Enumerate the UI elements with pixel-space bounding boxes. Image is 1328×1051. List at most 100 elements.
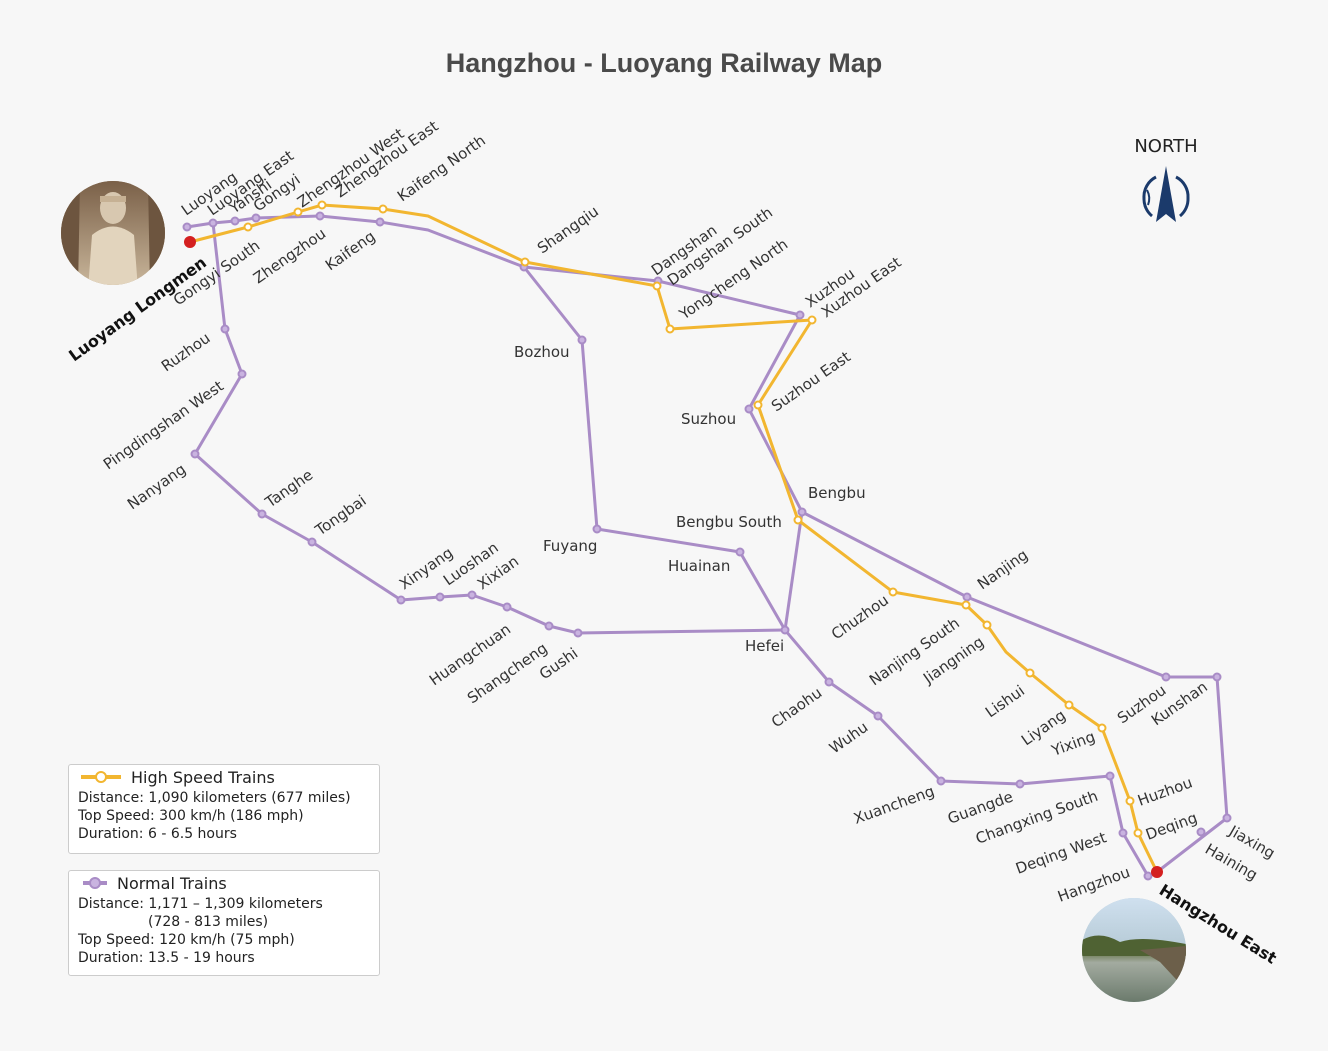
label-zhengzhou: Zhengzhou (250, 224, 329, 287)
station-dot (1015, 779, 1025, 789)
longmen-grottoes-photo (61, 181, 165, 285)
station-dot (873, 711, 883, 721)
label-tongbai: Tongbai (311, 491, 369, 539)
station-dot (230, 216, 240, 226)
legend-normal-top-speed: Top Speed: 120 km/h (75 mph) (78, 932, 295, 948)
station-dot (592, 524, 602, 534)
legend-normal-label: Normal Trains (117, 873, 227, 893)
map-title: Hangzhou - Luoyang Railway Map (445, 48, 883, 78)
station-dot (378, 204, 388, 214)
legend-high-speed-duration: Duration: 6 - 6.5 hours (78, 826, 237, 842)
station-dot (665, 324, 675, 334)
station-dot (375, 217, 385, 227)
station-dot (293, 207, 303, 217)
station-dot (1161, 672, 1171, 682)
label-deqing: Deqing (1143, 809, 1199, 844)
station-dot (1196, 827, 1206, 837)
station-dot (243, 222, 253, 232)
station-dot (520, 257, 530, 267)
legend-normal: Normal Trains Distance: 1,171 – 1,309 ki… (68, 870, 380, 976)
station-dot (824, 677, 834, 687)
label-bozhou: Bozhou (514, 343, 570, 361)
north-arrow-icon (1142, 166, 1190, 222)
station-dot (182, 222, 192, 232)
station-dot (467, 590, 477, 600)
label-xuancheng: Xuancheng (851, 782, 937, 828)
label-fuyang: Fuyang (543, 537, 597, 555)
station-dot (502, 602, 512, 612)
station-dot (237, 369, 247, 379)
station-dot (735, 547, 745, 557)
label-suzhou: Suzhou (681, 410, 736, 428)
label-bengbu-south: Bengbu South (676, 513, 782, 531)
station-dot (1212, 672, 1222, 682)
station-dot (317, 200, 327, 210)
label-tanghe: Tanghe (261, 466, 316, 512)
label-chuzhou: Chuzhou (828, 591, 892, 643)
legend-high-speed-distance: Distance: 1,090 kilometers (677 miles) (78, 790, 351, 806)
station-dot (962, 592, 972, 602)
station-dot (577, 335, 587, 345)
label-hefei: Hefei (745, 637, 784, 655)
station-dot (1097, 723, 1107, 733)
station-dot (888, 587, 898, 597)
normal-line-south (783, 629, 1150, 877)
label-pingdingshan-west: Pingdingshan West (100, 377, 227, 473)
hangzhou-lake-photo (1082, 898, 1186, 1002)
legend-high-speed: High Speed Trains Distance: 1,090 kilome… (68, 764, 380, 854)
station-dot (1064, 700, 1074, 710)
station-dot (396, 595, 406, 605)
station-dot (1222, 813, 1232, 823)
station-dot (780, 625, 790, 635)
station-dot (797, 507, 807, 517)
station-dot (795, 310, 805, 320)
station-dot (573, 628, 583, 638)
label-nanjing: Nanjing (974, 546, 1031, 594)
legend-high-speed-label: High Speed Trains (131, 767, 275, 787)
station-dot (793, 515, 803, 525)
station-dot (435, 592, 445, 602)
label-wuhu: Wuhu (826, 718, 871, 757)
high-speed-stations (243, 200, 1143, 838)
legend-normal-distance-miles: (728 - 813 miles) (148, 914, 269, 930)
station-dot (753, 400, 763, 410)
high-speed-line (189, 203, 1159, 873)
label-shangqiu: Shangqiu (534, 202, 602, 257)
label-lishui: Lishui (982, 682, 1028, 722)
station-dot (807, 315, 817, 325)
station-dot (220, 324, 230, 334)
station-dot (1143, 871, 1153, 881)
terminal-luoyang-longmen[interactable] (184, 236, 196, 248)
normal-line-bengbu-hefei (783, 511, 804, 631)
station-dot (1133, 828, 1143, 838)
normal-stations (182, 211, 1232, 881)
station-dot (982, 620, 992, 630)
label-nanyang: Nanyang (124, 460, 189, 513)
label-suzhou-east: Suzhou East (768, 348, 854, 416)
station-dot (208, 218, 218, 228)
legend-high-speed-top-speed: Top Speed: 300 km/h (186 mph) (78, 808, 304, 824)
label-bengbu: Bengbu (808, 484, 866, 502)
normal-line-xuzhou-bengbu (747, 314, 1229, 874)
terminal-hangzhou-east[interactable] (1151, 866, 1163, 878)
station-dot (307, 537, 317, 547)
label-zhengzhou-west: Zhengzhou West (294, 124, 407, 211)
label-ruzhou: Ruzhou (158, 329, 214, 375)
legend-normal-duration: Duration: 13.5 - 19 hours (78, 950, 255, 966)
high-speed-swatch-icon (81, 771, 121, 783)
station-dot (936, 776, 946, 786)
station-dot (544, 621, 554, 631)
label-chaohu: Chaohu (768, 684, 825, 732)
label-hangzhou: Hangzhou (1055, 863, 1132, 906)
label-huzhou: Huzhou (1135, 773, 1195, 809)
north-label: NORTH (1134, 136, 1198, 157)
station-dot (1105, 771, 1115, 781)
normal-line-bozhou (522, 266, 787, 631)
label-deqing-west: Deqing West (1013, 828, 1109, 877)
legend-normal-distance: Distance: 1,171 – 1,309 kilometers (78, 896, 323, 912)
station-dot (1125, 796, 1135, 806)
label-kaifeng: Kaifeng (322, 227, 379, 274)
label-huainan: Huainan (668, 557, 730, 575)
normal-swatch-icon (83, 877, 107, 889)
station-dot (315, 211, 325, 221)
